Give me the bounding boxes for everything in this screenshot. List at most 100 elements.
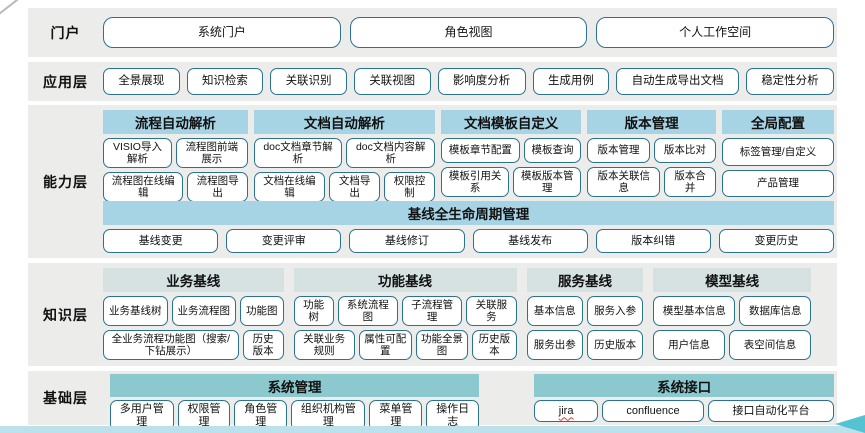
- button-row: 版本关联信息版本合并: [587, 166, 716, 197]
- item-button[interactable]: 服务入参: [586, 296, 644, 326]
- item-button[interactable]: 文档导出: [329, 172, 381, 203]
- item-button[interactable]: 流程图导出: [187, 172, 248, 203]
- group-columns: 流程自动解析 VISIO导入解析流程图前端展示流程图在线编辑流程图导出 文档自动解析…: [103, 110, 834, 203]
- item-button[interactable]: 历史版本: [242, 329, 284, 360]
- item-button[interactable]: doc文档内容解析: [346, 138, 436, 169]
- item-button[interactable]: 系统门户: [103, 17, 341, 48]
- button-row: 全景展现知识检索关联识别关联视图影响度分析生成用例自动生成导出文档稳定性分析: [103, 68, 834, 95]
- item-button[interactable]: 基线变更: [103, 229, 219, 253]
- item-button[interactable]: 版本管理: [587, 138, 650, 163]
- bottom-arrow-icon: [835, 415, 865, 433]
- item-button[interactable]: jira: [534, 400, 598, 422]
- item-button[interactable]: 业务基线树: [103, 296, 168, 326]
- item-button[interactable]: 业务流程图: [171, 296, 237, 326]
- button-row: 模板章节配置模板查询: [441, 138, 582, 163]
- group-header: 模型基线: [653, 268, 811, 292]
- item-button[interactable]: 版本比对: [653, 138, 717, 163]
- item-button[interactable]: 自动生成导出文档: [616, 68, 739, 95]
- group-流程自动解析: 流程自动解析 VISIO导入解析流程图前端展示流程图在线编辑流程图导出: [103, 110, 248, 203]
- layer-label-capability: 能力层: [43, 173, 88, 190]
- group-header: 文档自动解析: [253, 110, 436, 134]
- item-button[interactable]: 数据库信息: [739, 296, 812, 326]
- item-button[interactable]: 流程图前端展示: [175, 138, 248, 169]
- item-button[interactable]: 模板版本管理: [513, 166, 582, 197]
- group-header: 流程自动解析: [103, 110, 248, 134]
- item-button[interactable]: confluence: [601, 400, 705, 422]
- button-row: 流程图在线编辑流程图导出: [103, 172, 248, 203]
- item-button[interactable]: 用户信息: [653, 330, 725, 360]
- item-button[interactable]: 稳定性分析: [745, 68, 834, 95]
- item-button[interactable]: 模板查询: [523, 138, 582, 163]
- button-row: 文档在线编辑文档导出权限控制: [253, 172, 436, 203]
- item-button[interactable]: VISIO导入解析: [103, 138, 172, 169]
- item-button[interactable]: 变更评审: [226, 229, 342, 253]
- item-button[interactable]: 变更历史: [718, 229, 835, 253]
- item-button[interactable]: 模板章节配置: [441, 138, 520, 163]
- group-header: 全局配置: [722, 110, 834, 134]
- group-header: 版本管理: [587, 110, 716, 134]
- item-button[interactable]: 流程图在线编辑: [103, 172, 184, 203]
- item-button[interactable]: 历史版本: [472, 330, 517, 361]
- item-button[interactable]: 全景展现: [103, 68, 180, 95]
- item-button[interactable]: doc文档章节解析: [253, 138, 343, 169]
- item-button[interactable]: 属性可配置: [358, 330, 412, 361]
- item-button[interactable]: 关联识别: [270, 68, 347, 95]
- item-button[interactable]: 子流程管理: [402, 296, 463, 327]
- layer-label-foundation: 基础层: [43, 390, 88, 406]
- layer-row-portal: 门户 系统门户角色视图个人工作空间: [28, 8, 837, 57]
- button-row: 系统门户角色视图个人工作空间: [103, 17, 835, 48]
- item-button[interactable]: 生成用例: [532, 68, 610, 95]
- item-button[interactable]: 模板引用关系: [441, 166, 510, 197]
- group-header: 文档模板自定义: [441, 110, 582, 134]
- button-row: 模板引用关系模板版本管理: [441, 166, 582, 197]
- item-button[interactable]: 表空间信息: [728, 330, 812, 360]
- group-服务基线: 服务基线基本信息服务入参服务出参历史版本: [526, 268, 644, 360]
- group-header: 系统接口: [534, 374, 834, 397]
- item-button[interactable]: 模型基本信息: [653, 296, 736, 326]
- item-button[interactable]: 功能树: [293, 296, 334, 327]
- group-文档模板自定义: 文档模板自定义模板章节配置模板查询模板引用关系模板版本管理: [441, 110, 582, 197]
- layer-row-application: 应用层 全景展现知识检索关联识别关联视图影响度分析生成用例自动生成导出文档稳定性…: [28, 62, 837, 101]
- item-button[interactable]: 基线修订: [349, 229, 465, 253]
- button-row: 基本信息服务入参: [526, 296, 644, 326]
- item-button[interactable]: 角色视图: [349, 17, 588, 48]
- item-button[interactable]: 版本合并: [664, 166, 716, 197]
- item-button[interactable]: 权限控制: [384, 172, 436, 203]
- item-button[interactable]: 知识检索: [186, 68, 264, 95]
- item-button[interactable]: 系统流程图: [337, 296, 398, 327]
- group-版本管理: 版本管理版本管理版本比对版本关联信息版本合并: [587, 110, 717, 197]
- button-row: 基线变更变更评审基线修订基线发布版本纠错变更历史: [103, 229, 835, 253]
- bottom-bar-decoration: [0, 426, 865, 433]
- group-columns: 业务基线业务基线树业务流程图功能图全业务流程功能图（搜索/下钻展示）历史版本功能…: [103, 268, 812, 361]
- item-button[interactable]: 全业务流程功能图（搜索/下钻展示）: [103, 329, 239, 360]
- item-button[interactable]: 标签管理/自定义: [722, 138, 834, 166]
- button-row: 服务出参历史版本: [526, 330, 644, 360]
- button-row: 用户信息表空间信息: [653, 330, 812, 360]
- item-button[interactable]: 关联业务规则: [293, 330, 355, 361]
- item-button[interactable]: 关联服务: [466, 296, 517, 327]
- group-header: 服务基线: [526, 268, 644, 292]
- item-button[interactable]: 文档在线编辑: [253, 172, 326, 203]
- item-button[interactable]: 功能全景图: [415, 330, 469, 361]
- button-row: 功能树系统流程图子流程管理关联服务: [293, 296, 517, 327]
- group-header: 业务基线: [103, 268, 284, 292]
- item-button[interactable]: 产品管理: [722, 169, 834, 197]
- item-button[interactable]: 接口自动化平台: [708, 400, 834, 422]
- item-button[interactable]: 个人工作空间: [596, 17, 835, 48]
- button-row: 模型基本信息数据库信息: [653, 296, 812, 326]
- item-button[interactable]: 关联视图: [353, 68, 431, 95]
- item-button[interactable]: 服务出参: [526, 330, 583, 360]
- item-button[interactable]: 历史版本: [586, 330, 644, 360]
- item-button[interactable]: 功能图: [240, 296, 284, 326]
- item-button[interactable]: 基线发布: [472, 229, 588, 253]
- item-button[interactable]: 版本关联信息: [587, 166, 661, 197]
- item-button[interactable]: 版本纠错: [595, 229, 711, 253]
- item-button[interactable]: 影响度分析: [437, 68, 526, 95]
- item-button[interactable]: 基本信息: [526, 296, 583, 326]
